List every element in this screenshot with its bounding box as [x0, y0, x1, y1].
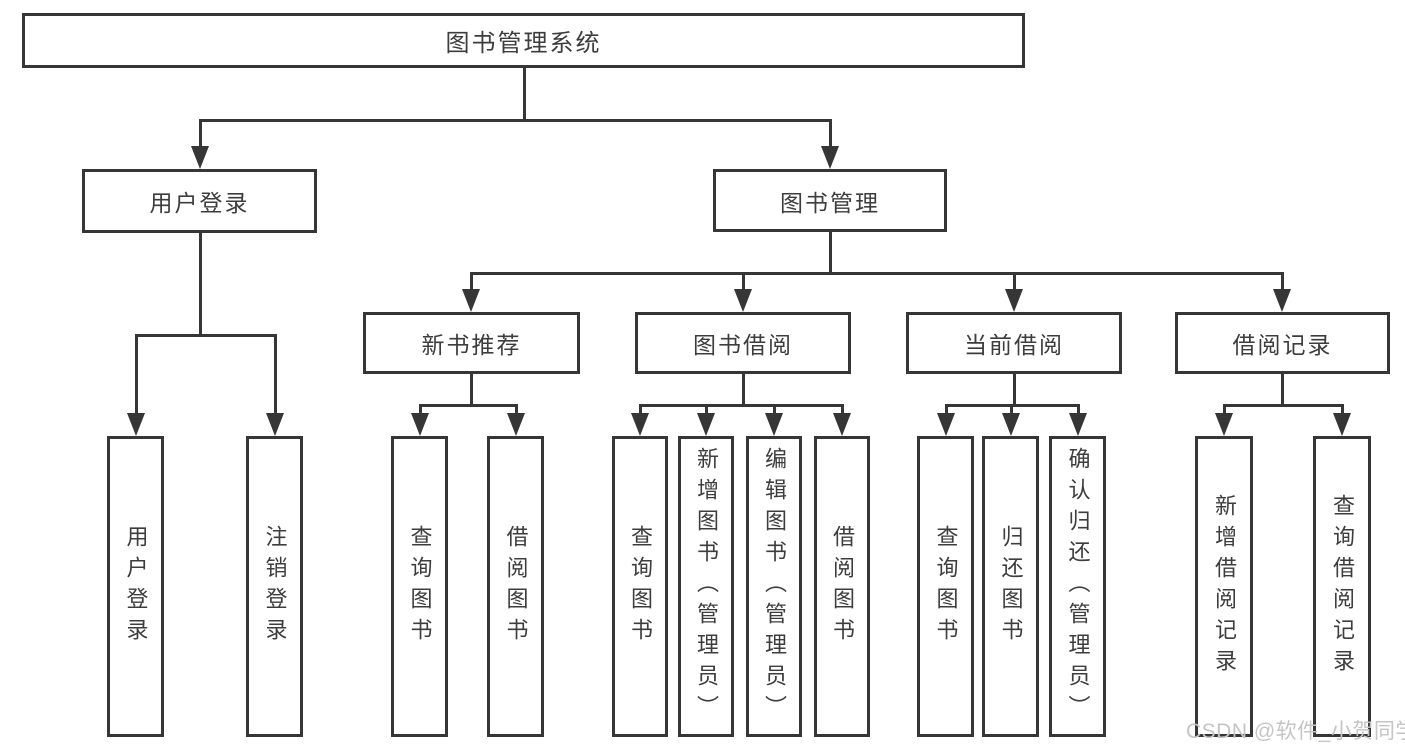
connector-line — [944, 405, 948, 415]
leaf-edit-book-admin: 编辑图书（管理员） — [746, 436, 802, 737]
connector-line — [1222, 405, 1226, 415]
connector-line — [198, 120, 202, 148]
node-current-borrowing: 当前借阅 — [906, 312, 1122, 374]
connector-line — [1009, 405, 1013, 415]
connector-line — [1340, 405, 1344, 415]
leaf-user-login-label: 用户登录 — [123, 524, 149, 649]
node-new-book-recommend-label: 新书推荐 — [421, 332, 522, 358]
leaf-borrow-books-2-label: 借阅图书 — [830, 524, 855, 649]
node-user-login: 用户登录 — [82, 169, 317, 233]
arrowhead-down-icon — [1069, 413, 1087, 436]
leaf-query-books-2-label: 查询图书 — [628, 524, 653, 649]
connector-line — [1012, 273, 1016, 291]
connector-line — [741, 374, 745, 407]
connector-line — [638, 405, 642, 415]
leaf-logout-label: 注销登录 — [262, 524, 288, 649]
arrowhead-down-icon — [127, 413, 145, 436]
leaf-query-borrow-record-label: 查询借阅记录 — [1330, 493, 1355, 680]
connector-line — [469, 273, 473, 291]
arrowhead-down-icon — [631, 413, 649, 436]
connector-line — [772, 405, 776, 415]
arrowhead-down-icon — [462, 289, 480, 312]
arrowhead-down-icon — [507, 413, 525, 436]
leaf-query-books-1: 查询图书 — [391, 436, 448, 737]
leaf-return-book: 归还图书 — [982, 436, 1039, 737]
connector-line — [418, 405, 422, 415]
leaf-query-books-2: 查询图书 — [612, 436, 668, 737]
leaf-query-borrow-record: 查询借阅记录 — [1313, 436, 1371, 737]
connector-line — [514, 405, 518, 415]
connector-line — [469, 374, 473, 407]
arrowhead-down-icon — [191, 146, 209, 169]
connector-line — [741, 273, 745, 291]
leaf-confirm-return-admin: 确认归还（管理员） — [1049, 436, 1106, 737]
leaf-query-books-3: 查询图书 — [917, 436, 974, 737]
node-current-borrowing-label: 当前借阅 — [964, 332, 1064, 358]
connector-line — [134, 333, 277, 337]
arrowhead-down-icon — [1005, 289, 1023, 312]
leaf-edit-book-admin-label: 编辑图书（管理员） — [762, 447, 787, 726]
leaf-borrow-books-1: 借阅图书 — [487, 436, 544, 737]
connector-line — [638, 403, 844, 407]
watermark-text: CSDN @软件_小贺同学 — [1186, 720, 1405, 743]
connector-line — [828, 120, 832, 148]
leaf-borrow-books-2: 借阅图书 — [814, 436, 870, 737]
arrowhead-down-icon — [1215, 413, 1233, 436]
leaf-borrow-books-1-label: 借阅图书 — [503, 524, 529, 649]
leaf-query-books-3-label: 查询图书 — [933, 524, 959, 649]
leaf-confirm-return-admin-label: 确认归还（管理员） — [1065, 447, 1091, 726]
connector-line — [1012, 374, 1016, 407]
leaf-return-book-label: 归还图书 — [998, 524, 1024, 649]
node-book-management-label: 图书管理 — [780, 189, 880, 216]
node-borrowing-records-label: 借阅记录 — [1232, 332, 1333, 358]
connector-line — [198, 118, 832, 122]
arrowhead-down-icon — [1002, 413, 1020, 436]
connector-line — [134, 335, 138, 415]
connector-line — [198, 233, 202, 337]
connector-line — [704, 405, 708, 415]
connector-line — [1280, 273, 1284, 291]
node-book-borrowing: 图书借阅 — [635, 312, 851, 374]
arrowhead-down-icon — [734, 289, 752, 312]
leaf-add-borrow-record-label: 新增借阅记录 — [1212, 493, 1237, 680]
connector-line — [840, 405, 844, 415]
connector-line — [418, 403, 518, 407]
arrowhead-down-icon — [266, 413, 284, 436]
leaf-add-borrow-record: 新增借阅记录 — [1195, 436, 1253, 737]
leaf-query-books-1-label: 查询图书 — [407, 524, 433, 649]
arrowhead-down-icon — [765, 413, 783, 436]
connector-line — [522, 68, 526, 122]
arrowhead-down-icon — [937, 413, 955, 436]
node-borrowing-records: 借阅记录 — [1175, 312, 1390, 374]
arrowhead-down-icon — [833, 413, 851, 436]
arrowhead-down-icon — [411, 413, 429, 436]
node-root: 图书管理系统 — [22, 13, 1025, 68]
leaf-add-book-admin-label: 新增图书（管理员） — [694, 447, 719, 726]
connector-line — [273, 335, 277, 415]
arrowhead-down-icon — [1273, 289, 1291, 312]
arrowhead-down-icon — [1333, 413, 1351, 436]
node-root-label: 图书管理系统 — [445, 30, 602, 57]
leaf-add-book-admin: 新增图书（管理员） — [678, 436, 734, 737]
connector-line — [828, 232, 832, 275]
arrowhead-down-icon — [697, 413, 715, 436]
connector-line — [1076, 405, 1080, 415]
connector-line — [469, 271, 1284, 275]
leaf-user-login: 用户登录 — [107, 436, 164, 737]
leaf-logout: 注销登录 — [246, 436, 303, 737]
connector-line — [1222, 403, 1344, 407]
node-user-login-label: 用户登录 — [149, 190, 250, 216]
node-book-management: 图书管理 — [713, 169, 947, 232]
node-book-borrowing-label: 图书借阅 — [693, 332, 793, 358]
arrowhead-down-icon — [821, 146, 839, 169]
node-new-book-recommend: 新书推荐 — [363, 312, 580, 374]
connector-line — [1280, 374, 1284, 407]
